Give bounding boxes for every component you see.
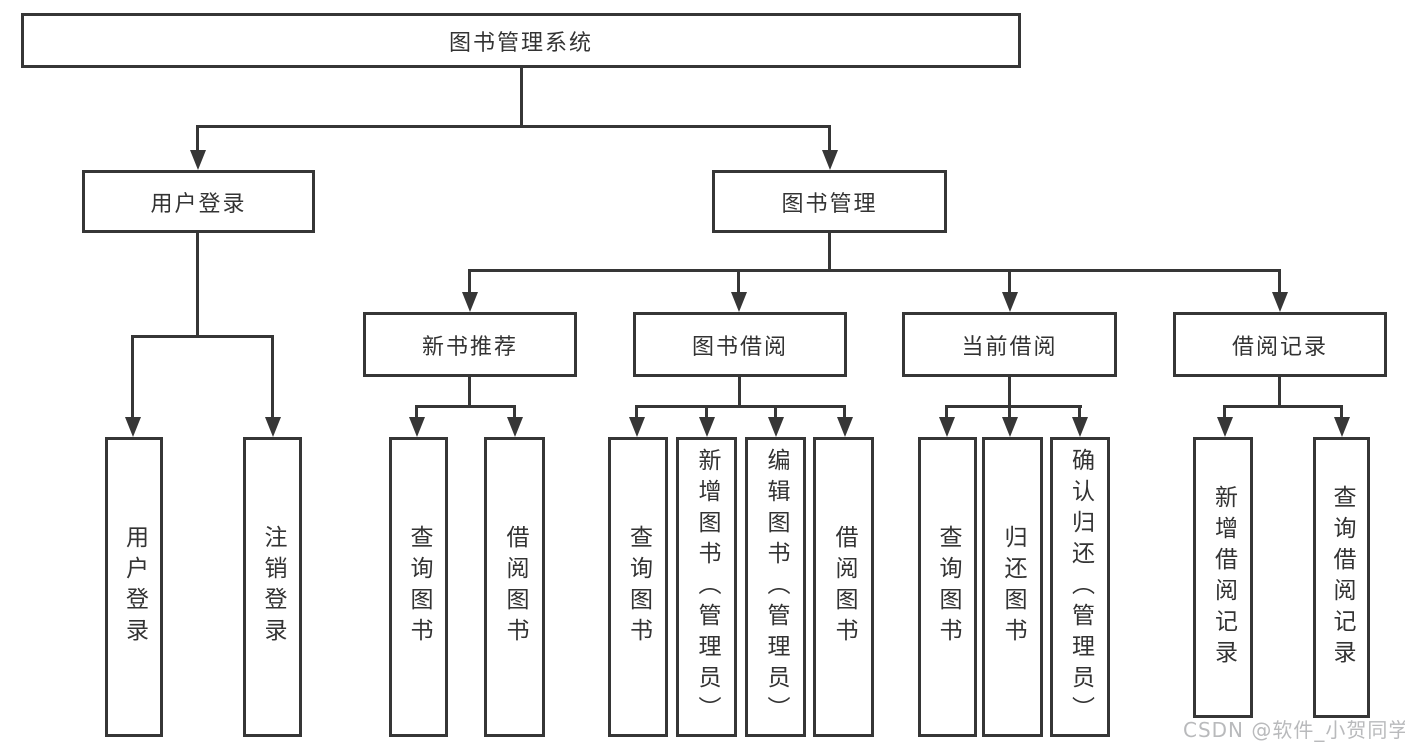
arrowhead-down-icon <box>409 417 425 437</box>
leaf-bb-edit-books-label: 编辑图书（管理员） <box>763 447 789 727</box>
arrowhead-down-icon <box>822 150 838 170</box>
connector-line <box>196 125 199 155</box>
connector-line <box>513 405 516 421</box>
leaf-cb-confirm-return: 确认归还（管理员） <box>1050 437 1110 737</box>
connector-line <box>468 269 471 295</box>
connector-line <box>774 405 777 421</box>
connector-line <box>945 405 1082 408</box>
connector-line <box>1278 269 1281 295</box>
arrowhead-down-icon <box>1217 417 1233 437</box>
connector-line <box>271 335 274 420</box>
arrowhead-down-icon <box>507 417 523 437</box>
arrowhead-down-icon <box>699 417 715 437</box>
arrowhead-down-icon <box>265 417 281 437</box>
arrowhead-down-icon <box>837 417 853 437</box>
leaf-br-add-record: 新增借阅记录 <box>1193 437 1253 718</box>
connector-line <box>1278 377 1281 407</box>
csdn-watermark: CSDN @软件_小贺同学 <box>1183 718 1405 742</box>
connector-line <box>131 335 134 420</box>
leaf-nbr-query-books: 查询图书 <box>389 437 448 737</box>
connector-line <box>828 125 831 155</box>
leaf-logout-label: 注销登录 <box>260 525 286 649</box>
leaf-nbr-borrow-books: 借阅图书 <box>484 437 545 737</box>
leaf-logout: 注销登录 <box>243 437 302 737</box>
connector-line <box>635 405 638 421</box>
arrowhead-down-icon <box>939 417 955 437</box>
connector-line <box>415 405 516 408</box>
node-book-borrow-label: 图书借阅 <box>691 334 788 360</box>
connector-line <box>468 269 1281 272</box>
leaf-cb-return-books: 归还图书 <box>982 437 1043 737</box>
connector-line <box>737 269 740 295</box>
node-new-book-rec-label: 新书推荐 <box>421 334 518 360</box>
node-current-borrow-label: 当前借阅 <box>961 334 1058 360</box>
leaf-br-add-record-label: 新增借阅记录 <box>1210 484 1237 671</box>
node-book-mgmt: 图书管理 <box>712 170 947 233</box>
node-user-login-label: 用户登录 <box>150 191 247 217</box>
leaf-bb-edit-books: 编辑图书（管理员） <box>745 437 806 737</box>
leaf-bb-add-books-label: 新增图书（管理员） <box>694 447 720 727</box>
node-current-borrow: 当前借阅 <box>902 312 1117 377</box>
leaf-nbr-query-books-label: 查询图书 <box>406 525 432 649</box>
leaf-cb-return-books-label: 归还图书 <box>1000 525 1026 649</box>
connector-line <box>468 377 471 407</box>
connector-line <box>415 405 418 421</box>
node-book-borrow: 图书借阅 <box>633 312 847 377</box>
arrowhead-down-icon <box>1334 417 1350 437</box>
leaf-br-query-record-label: 查询借阅记录 <box>1329 484 1355 671</box>
arrowhead-down-icon <box>462 292 478 312</box>
arrowhead-down-icon <box>125 417 141 437</box>
arrowhead-down-icon <box>1272 292 1288 312</box>
node-new-book-rec: 新书推荐 <box>363 312 577 377</box>
node-user-login: 用户登录 <box>82 170 315 233</box>
connector-line <box>1223 405 1226 421</box>
connector-line <box>131 335 274 338</box>
node-borrow-records: 借阅记录 <box>1173 312 1387 377</box>
connector-line <box>945 405 948 421</box>
connector-line <box>635 405 846 408</box>
leaf-bb-borrow-books: 借阅图书 <box>813 437 874 737</box>
node-book-mgmt-label: 图书管理 <box>781 191 878 217</box>
node-borrow-records-label: 借阅记录 <box>1231 334 1328 360</box>
leaf-bb-borrow-books-label: 借阅图书 <box>831 525 857 649</box>
leaf-bb-query-books: 查询图书 <box>608 437 668 737</box>
leaf-bb-add-books: 新增图书（管理员） <box>676 437 737 737</box>
connector-line <box>1008 405 1011 421</box>
connector-line <box>705 405 708 421</box>
leaf-br-query-record: 查询借阅记录 <box>1313 437 1370 718</box>
connector-line <box>1008 377 1011 407</box>
leaf-cb-confirm-return-label: 确认归还（管理员） <box>1067 447 1094 727</box>
connector-line <box>196 233 199 338</box>
connector-line <box>843 405 846 421</box>
leaf-cb-query-books: 查询图书 <box>918 437 977 737</box>
arrowhead-down-icon <box>190 150 206 170</box>
connector-line <box>1223 405 1343 408</box>
node-root: 图书管理系统 <box>21 13 1021 68</box>
leaf-cb-query-books-label: 查询图书 <box>935 525 961 649</box>
leaf-nbr-borrow-books-label: 借阅图书 <box>502 525 528 649</box>
arrowhead-down-icon <box>629 417 645 437</box>
arrowhead-down-icon <box>731 292 747 312</box>
connector-line <box>738 377 741 407</box>
arrowhead-down-icon <box>1002 417 1018 437</box>
connector-line <box>520 68 523 125</box>
leaf-user-login: 用户登录 <box>105 437 163 737</box>
node-root-label: 图书管理系统 <box>448 30 593 56</box>
leaf-bb-query-books-label: 查询图书 <box>625 525 652 649</box>
connector-line <box>1078 405 1081 421</box>
connector-line <box>828 233 831 272</box>
arrowhead-down-icon <box>1002 292 1018 312</box>
connector-line <box>197 125 831 128</box>
arrowhead-down-icon <box>768 417 784 437</box>
leaf-user-login-label: 用户登录 <box>121 525 148 649</box>
connector-line <box>1008 269 1011 295</box>
connector-line <box>1340 405 1343 421</box>
arrowhead-down-icon <box>1072 417 1088 437</box>
